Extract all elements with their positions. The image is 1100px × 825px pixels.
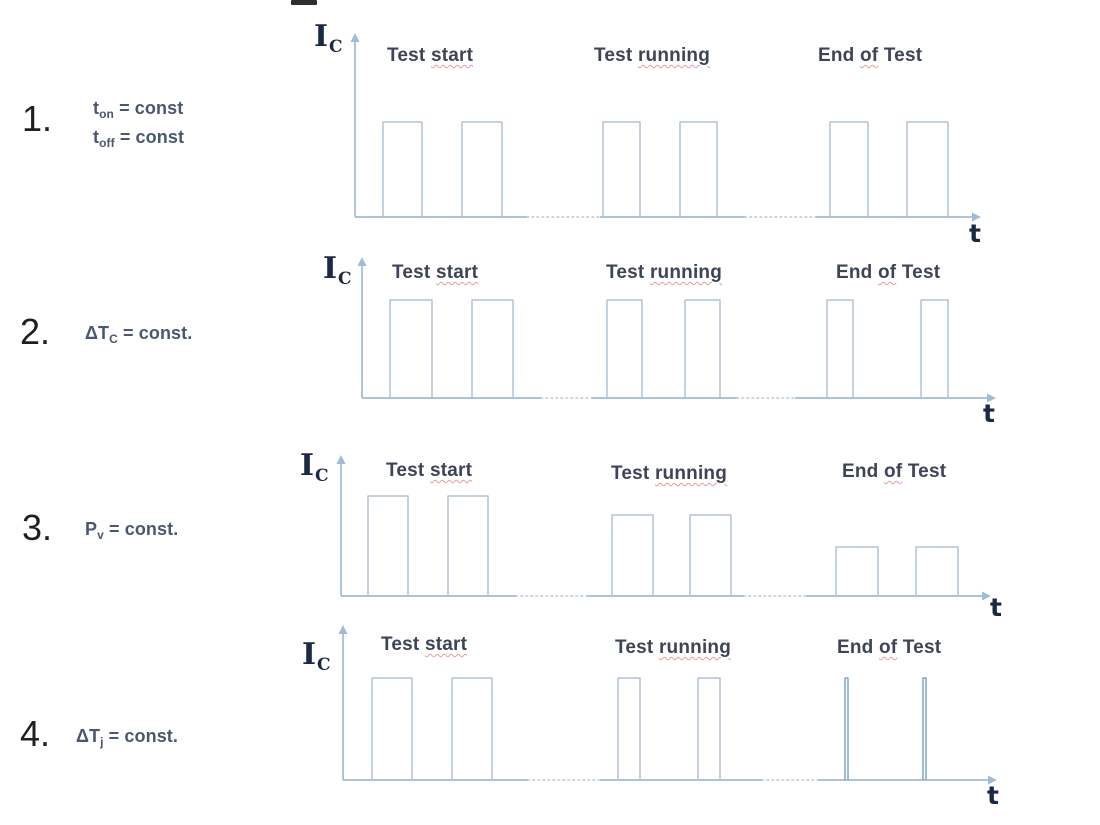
y-axis-symbol: I [314, 19, 329, 54]
phase-text-underlined: start [424, 634, 468, 655]
phase-text: Test [594, 45, 638, 66]
y-axis-label-ic: IC [323, 254, 352, 288]
y-axis-symbol: I [300, 448, 315, 483]
phase-text-underlined: running [637, 45, 711, 66]
condition-line-dtc: ΔTC = const. [85, 322, 192, 351]
y-axis-label-ic: IC [314, 22, 343, 56]
condition-subscript: off [99, 136, 115, 150]
y-axis-subscript: C [317, 655, 331, 675]
phase-text: Test [392, 262, 436, 283]
phase-label-test-running: Test running [606, 262, 722, 284]
phase-text: Test [387, 45, 431, 66]
phase-label-end-of-test: End of Test [842, 461, 946, 483]
condition-base: ΔT [76, 726, 101, 746]
condition-line-pv: Pv = const. [85, 518, 178, 547]
phase-text: End [837, 637, 879, 658]
y-axis-label-ic: IC [300, 451, 329, 485]
phase-text: Test [606, 262, 650, 283]
y-axis-symbol: I [302, 637, 317, 672]
condition-base: t [93, 98, 100, 118]
condition-base: P [85, 519, 98, 539]
phase-text-underlined: of [877, 262, 897, 283]
phase-label-test-start: Test start [387, 45, 473, 67]
condition-subscript: v [97, 528, 104, 542]
condition-line-dtj: ΔTj = const. [76, 725, 178, 754]
condition-rest: = const [114, 127, 185, 147]
condition-label-1: ton = const toff = const [93, 97, 184, 155]
row-number-1: 1. [22, 98, 53, 139]
condition-rest: = const. [117, 323, 193, 343]
phase-text-underlined: start [430, 45, 474, 66]
phase-text: Test [381, 634, 425, 655]
condition-rest: = const [113, 98, 184, 118]
phase-text-underlined: running [654, 463, 728, 484]
condition-rest: = const. [103, 519, 179, 539]
phase-text: Test [897, 637, 942, 658]
phase-text-underlined: of [878, 637, 898, 658]
condition-subscript: C [109, 332, 118, 346]
phase-text: End [842, 461, 884, 482]
phase-text-underlined: start [435, 262, 479, 283]
cropped-content-fragment [291, 0, 317, 5]
phase-label-test-running: Test running [611, 463, 727, 485]
pulse-plot-row-2 [357, 257, 996, 403]
phase-label-test-start: Test start [392, 262, 478, 284]
phase-text: End [836, 262, 878, 283]
phase-label-end-of-test: End of Test [836, 262, 940, 284]
phase-label-test-running: Test running [594, 45, 710, 67]
y-axis-subscript: C [338, 269, 352, 289]
x-axis-label-t: t [987, 781, 999, 810]
y-axis-label-ic: IC [302, 640, 331, 674]
phase-text-underlined: start [429, 460, 473, 481]
x-axis-label-t: t [969, 219, 981, 248]
phase-label-end-of-test: End of Test [818, 45, 922, 67]
phase-text-underlined: of [859, 45, 879, 66]
condition-line-toff: toff = const [93, 126, 184, 155]
phase-label-end-of-test: End of Test [837, 637, 941, 659]
condition-label-3: Pv = const. [85, 518, 178, 547]
row-number-3: 3. [22, 507, 53, 548]
phase-text: Test [902, 461, 947, 482]
pulse-plot-row-3 [336, 455, 991, 601]
phase-text: Test [896, 262, 941, 283]
condition-label-4: ΔTj = const. [76, 725, 178, 754]
row-number-4: 4. [20, 713, 51, 754]
pulse-plot-row-4 [338, 625, 997, 785]
row-number-2: 2. [20, 311, 51, 352]
condition-rest: = const. [103, 726, 178, 746]
condition-line-ton: ton = const [93, 97, 184, 126]
phase-text: Test [878, 45, 923, 66]
phase-text: Test [611, 463, 655, 484]
condition-base: ΔT [85, 323, 110, 343]
phase-text-underlined: running [649, 262, 723, 283]
pulse-plot-row-1 [350, 33, 981, 222]
x-axis-label-t: t [990, 593, 1002, 622]
phase-text: Test [386, 460, 430, 481]
x-axis-label-t: t [983, 399, 995, 428]
y-axis-subscript: C [329, 37, 343, 57]
y-axis-subscript: C [315, 466, 329, 486]
phase-label-test-running: Test running [615, 637, 731, 659]
phase-text-underlined: running [658, 637, 732, 658]
condition-subscript: on [99, 107, 114, 121]
phase-text: Test [615, 637, 659, 658]
y-axis-symbol: I [323, 251, 338, 286]
condition-subscript: j [100, 735, 104, 749]
phase-text-underlined: of [883, 461, 903, 482]
phase-label-test-start: Test start [381, 634, 467, 656]
condition-base: t [93, 127, 100, 147]
phase-text: End [818, 45, 860, 66]
phase-label-test-start: Test start [386, 460, 472, 482]
condition-label-2: ΔTC = const. [85, 322, 192, 351]
